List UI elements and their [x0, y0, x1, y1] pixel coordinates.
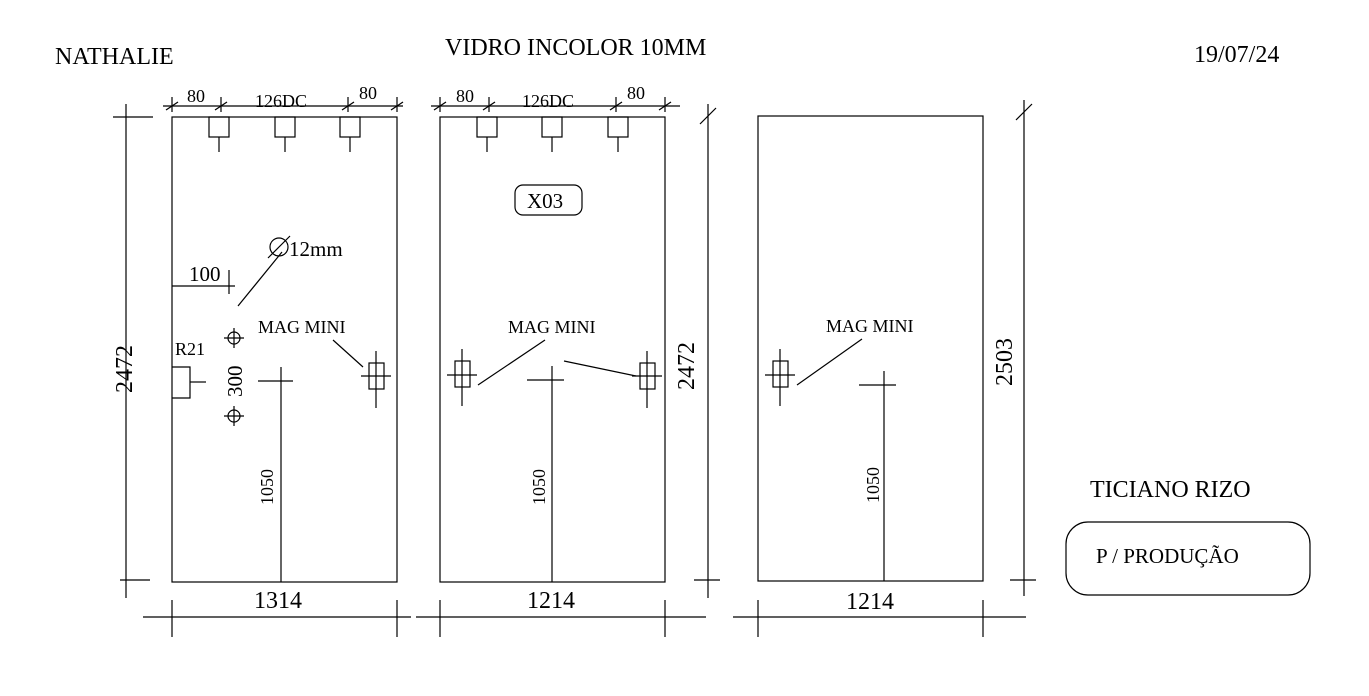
dim-label: 80 — [456, 86, 474, 106]
panel-3-mag-mini: MAG MINI — [765, 316, 914, 406]
hinge-cutout — [208, 116, 230, 138]
drawing-date: 19/07/24 — [1194, 42, 1279, 68]
height-label: 2503 — [992, 338, 1018, 386]
width-label: 1314 — [254, 588, 302, 614]
tick-mark — [609, 101, 623, 111]
panel-2-height-dimension: 2472 — [674, 104, 720, 598]
dim-label: 126DC — [255, 91, 307, 111]
hardware-label: MAG MINI — [508, 317, 596, 337]
stamp-box — [1065, 521, 1311, 596]
hardware-label: MAG MINI — [258, 317, 346, 337]
hinge-cutout — [607, 116, 629, 138]
panel-1-hole-spec: 12mm — [237, 235, 343, 307]
handle-height-label: 1050 — [529, 469, 549, 505]
panel-1-width-dimension: 1314 — [143, 588, 411, 637]
panel-1-top-dimension: 80 126DC 80 — [163, 83, 404, 112]
panel-3-height-dimension: 2503 — [992, 100, 1036, 596]
panel-3-width-dimension: 1214 — [733, 589, 1026, 637]
panel-1-height-dimension: 2472 — [112, 104, 153, 598]
height-label: 2472 — [112, 345, 138, 393]
dim-label: 80 — [187, 86, 205, 106]
hole-spacing-label: 300 — [223, 366, 247, 398]
stamp-label: P / PRODUÇÃO — [1096, 544, 1239, 568]
offset-label: 100 — [189, 262, 221, 286]
panel-1-mag-mini: MAG MINI — [258, 317, 391, 408]
hinge-cutout — [541, 116, 563, 138]
handle-height-label: 1050 — [863, 467, 883, 503]
dim-label: 80 — [627, 83, 645, 103]
client-name: NATHALIE — [55, 44, 174, 70]
panel-1-hole-offset: 100 — [172, 262, 235, 294]
dim-label: 126DC — [522, 91, 574, 111]
tick-mark — [165, 101, 179, 111]
tick-mark — [390, 101, 404, 111]
width-label: 1214 — [527, 588, 575, 614]
leader-line — [796, 338, 863, 386]
code-box — [514, 184, 583, 216]
glass-panel-1: 80 126DC 80 12mm 100 300 — [112, 83, 411, 637]
hole-diameter-label: 12mm — [289, 237, 343, 261]
panel-2-top-dimension: 80 126DC 80 — [431, 83, 680, 112]
tick-mark — [699, 107, 717, 125]
production-stamp: P / PRODUÇÃO — [1065, 521, 1311, 596]
handle-height-label: 1050 — [257, 469, 277, 505]
tick-mark — [1015, 103, 1033, 121]
panel-2-code-tag: X03 — [514, 184, 583, 216]
glass-panel-2: 80 126DC 80 X03 MAG MINI 1050 — [416, 83, 720, 637]
leader-line — [237, 251, 283, 307]
leader-line — [477, 339, 546, 386]
tick-mark — [658, 101, 672, 111]
notch-radius-label: R21 — [175, 339, 205, 359]
panel-2-handle: 1050 — [527, 366, 564, 582]
panel-2-mag-mini: MAG MINI — [447, 317, 662, 408]
panel-1-outline — [171, 116, 398, 583]
tick-mark — [214, 101, 228, 111]
tick-mark — [341, 101, 355, 111]
leader-line — [332, 339, 364, 368]
diameter-slash — [267, 235, 291, 259]
dim-label: 80 — [359, 83, 377, 103]
hardware-label: MAG MINI — [826, 316, 914, 336]
glass-panel-3: MAG MINI 1050 2503 1214 — [733, 100, 1036, 637]
panel-1-top-hardware — [208, 116, 361, 152]
leader-line — [563, 360, 637, 377]
panel-1-handle: 1050 — [257, 367, 293, 582]
panel-2-top-hardware — [476, 116, 629, 152]
tick-mark — [482, 101, 496, 111]
panel-1-notch: R21 — [172, 339, 206, 399]
hinge-cutout — [339, 116, 361, 138]
width-label: 1214 — [846, 589, 894, 615]
hinge-cutout — [274, 116, 296, 138]
tick-mark — [433, 101, 447, 111]
designer-name: TICIANO RIZO — [1090, 477, 1251, 503]
panel-3-handle: 1050 — [859, 371, 896, 581]
panel-2-width-dimension: 1214 — [416, 588, 706, 637]
height-label: 2472 — [674, 342, 700, 390]
panel-3-outline — [757, 115, 984, 582]
hinge-cutout — [476, 116, 498, 138]
material-title: VIDRO INCOLOR 10MM — [445, 35, 706, 61]
panel-code: X03 — [527, 189, 563, 213]
notch-cutout — [172, 366, 191, 399]
panel-1-holes: 300 — [223, 328, 247, 426]
